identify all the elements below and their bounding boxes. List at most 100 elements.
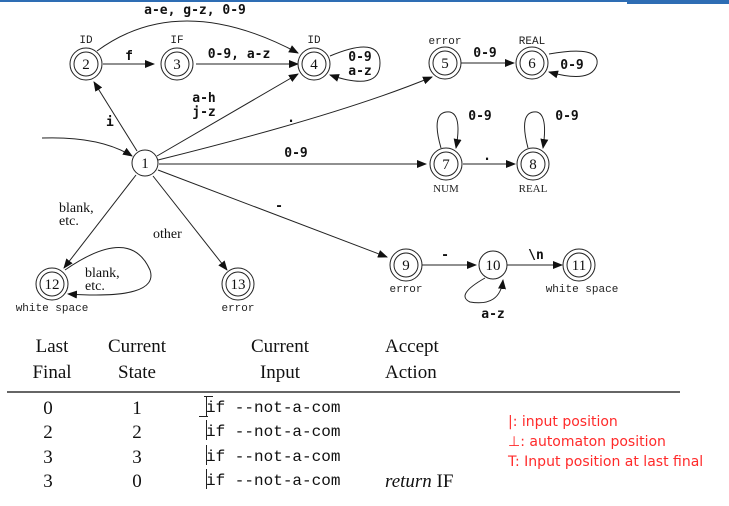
edge-7-7-label: 0-9: [468, 109, 491, 124]
header-last-final: Last Final: [27, 334, 77, 386]
row-2-last-final: 2: [43, 422, 53, 443]
edge-1-4: [156, 73, 299, 157]
row-4-current-input: if --not-a-com: [206, 469, 340, 494]
state-5-tag: error: [428, 36, 461, 48]
state-7-tag: NUM: [433, 183, 459, 195]
header-current-input-line2: Input: [259, 362, 301, 383]
header-current-state-line1: Current: [107, 336, 167, 357]
row-3-current-input: if --not-a-com: [206, 445, 340, 470]
state-9-tag: error: [389, 284, 422, 296]
state-2-tag: ID: [79, 35, 93, 47]
state-3-tag: IF: [170, 35, 183, 47]
state-5-number: 5: [441, 56, 449, 72]
dfa-diagram: 1 2 3 4 5 6 7 8 9 10 11 12 13 ID IF ID e…: [16, 3, 619, 322]
edge-1-12: [63, 174, 137, 269]
row-1-current-state: 1: [132, 398, 142, 419]
header-accept-action-line1: Accept: [385, 336, 439, 357]
edge-1-12-label-line2: etc.: [59, 214, 79, 229]
row-1-input-text: if --not-a-com: [206, 399, 341, 417]
state-9-number: 9: [402, 258, 410, 274]
legend-input-position: |: input position: [508, 414, 618, 430]
edge-4-4-label-line2: a-z: [348, 64, 371, 79]
state-8-number: 8: [529, 157, 537, 173]
row-4-action-keyword: return: [385, 471, 432, 492]
edge-1-9-label: -: [275, 199, 283, 214]
edge-12-12-loop: [64, 247, 152, 299]
state-12-number: 12: [45, 277, 60, 293]
state-11: [562, 248, 596, 282]
edge-1-2: [93, 81, 138, 152]
title-accent-bar: [0, 0, 627, 2]
header-rule: [7, 391, 680, 393]
edge-1-4-label-line2: j-z: [192, 105, 215, 120]
edge-12-12-label-line1: blank,: [85, 266, 120, 281]
header-current-state-line2: State: [118, 362, 156, 383]
edge-2-4-label: a-e, g-z, 0-9: [144, 3, 246, 18]
edge-8-8-loop: [524, 111, 549, 149]
edge-10-10-label: a-z: [481, 307, 504, 322]
state-6-tag: REAL: [519, 36, 545, 48]
edge-4-4-loop: [329, 46, 381, 82]
row-2-current-input: if --not-a-com: [206, 420, 340, 445]
row-3-current-state: 3: [132, 447, 142, 468]
edge-3-4-label: 0-9, a-z: [208, 47, 271, 62]
legend-last-final-position: T: Input position at last final: [508, 454, 704, 470]
edge-8-8-label: 0-9: [555, 109, 578, 124]
state-9: [389, 248, 423, 282]
state-12-tag: white space: [16, 303, 89, 315]
state-6: [515, 46, 549, 80]
state-12: [35, 267, 69, 301]
state-10-number: 10: [486, 258, 501, 274]
state-13-number: 13: [231, 277, 246, 293]
edge-2-4: [96, 20, 299, 54]
header-current-input-line1: Current: [250, 336, 310, 357]
row-4-last-final: 3: [43, 471, 53, 492]
state-7: [429, 147, 463, 181]
header-last-final-line2: Final: [32, 362, 72, 383]
edge-1-12-label-line1: blank,: [59, 201, 94, 216]
row-3-input-text: if --not-a-com: [206, 448, 341, 466]
legend-automaton-position: ⊥: automaton position: [508, 434, 666, 450]
edge-1-4-label-line1: a-h: [192, 91, 215, 106]
state-8-tag: REAL: [519, 183, 548, 195]
state-11-number: 11: [572, 258, 586, 274]
state-1: [131, 149, 159, 177]
edge-2-3-label: f: [125, 49, 133, 64]
state-13: [221, 267, 255, 301]
edge-6-6-loop: [548, 50, 598, 79]
state-5: [428, 46, 462, 80]
state-13-tag: error: [221, 303, 254, 315]
row-4-input-text: if --not-a-com: [206, 472, 341, 490]
row-3-last-final: 3: [43, 447, 53, 468]
state-10: [478, 250, 508, 280]
edge-6-6-label: 0-9: [560, 58, 583, 73]
state-7-number: 7: [442, 157, 450, 173]
edge-1-5-label: .: [287, 111, 295, 126]
state-6-number: 6: [528, 56, 536, 72]
state-2: [69, 47, 103, 81]
edge-10-11-label: \n: [528, 248, 544, 263]
edge-12-12-label-line2: etc.: [85, 279, 105, 294]
edge-5-6-label: 0-9: [473, 46, 496, 61]
edge-1-2-label: i: [106, 115, 114, 130]
edge-1-13: [152, 175, 228, 271]
state-11-tag: white space: [546, 284, 619, 296]
header-current-state: Current State: [100, 334, 174, 386]
state-8: [516, 147, 550, 181]
header-last-final-line1: Last: [35, 336, 69, 357]
edge-7-8-label: .: [483, 149, 491, 164]
state-3-number: 3: [173, 57, 181, 73]
edge-1-13-label: other: [153, 227, 182, 242]
header-current-input: Current Input: [240, 334, 320, 386]
row-2-current-state: 2: [132, 422, 142, 443]
edge-1-7-label: 0-9: [284, 146, 307, 161]
row-1-current-input: if --not-a-com: [199, 396, 341, 421]
row-4-action-token: IF: [436, 471, 454, 492]
edge-9-10-label: -: [441, 248, 449, 263]
edge-7-7-loop: [436, 111, 462, 149]
row-2-input-text: if --not-a-com: [206, 423, 341, 441]
state-3: [160, 47, 194, 81]
edge-4-4-label-line1: 0-9: [348, 50, 371, 65]
header-accept-action: Accept Action: [385, 334, 465, 386]
edge-1-9: [157, 169, 388, 258]
